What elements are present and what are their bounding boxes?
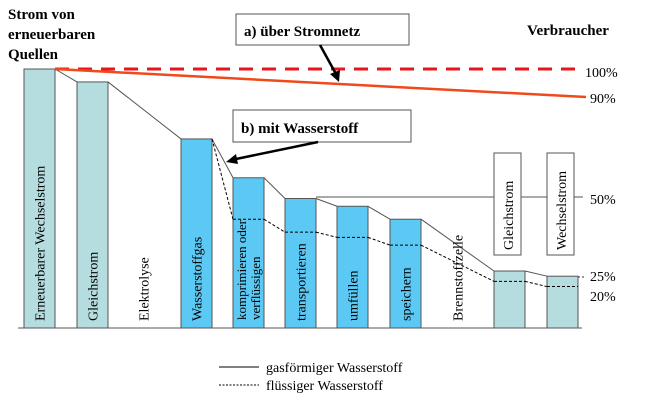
bar-gleichstrom-1 [76,81,109,329]
step-label-wechselstrom-10: Wechselstrom [555,171,570,250]
gas-connector-transportieren-5 [263,177,286,199]
gas-connector-speichern-7 [367,205,391,220]
callout-a-arrow-line [318,44,338,75]
bar-wasserstoffgas-3 [180,138,213,329]
step-label-transportieren-5: transportieren [295,243,310,321]
liquid-connector-speichern-7 [367,236,391,246]
gas-connector-wechselstrom-10 [524,270,548,277]
label-100-percent: 100% [585,66,618,81]
bar-transportieren-5 [284,198,317,329]
liquid-connector-umfüllen-6 [315,231,338,238]
callout-b-arrow-line [235,140,319,161]
step-label-wasserstoffgas-3: Wasserstoffgas [191,237,206,321]
callout-a-text: a) über Stromnetz [244,24,360,40]
label-25-percent: 25% [590,270,616,285]
liquid-connector-wechselstrom-10 [524,280,548,288]
connectors-group [54,68,548,288]
callout-a-box [235,13,410,46]
title-left-line2: erneuerbaren [8,27,96,43]
step-label-komprimieren-oder-verflüssigen-4-line0: komprimieren oder [234,219,249,320]
title-left-line3: Quellen [8,47,59,63]
output-label-box-wechselstrom-10 [546,152,575,256]
step-label-elektrolyse-2: Elektrolyse [138,257,153,321]
gas-connector-gleichstrom-9 [420,218,495,272]
step-label-gleichstrom-1: Gleichstrom [87,252,102,321]
legend-liquid-label: flüssiger Wasserstoff [266,379,383,394]
bars-group [23,68,579,329]
bar-umfüllen-6 [336,205,369,329]
step-label-speichern-7: speichern [400,267,415,321]
label-20-percent: 20% [590,290,616,305]
title-left-line1: Strom von [8,7,75,23]
step-label-gleichstrom-9: Gleichstrom [502,181,517,250]
step-label-erneuerbarer-wechselstrom-0: Erneuerbarer Wechselstrom [34,166,49,321]
output-label-box-gleichstrom-9 [493,152,522,256]
legend-gas-label: gasförmiger Wasserstoff [266,361,403,376]
grid-90-solid-line [54,67,587,99]
bar-komprimieren-oder-verflüssigen-4 [232,177,265,329]
liquid-connector-komprimieren-oder-verflüssigen-4 [211,138,234,220]
bar-erneuerbarer-wechselstrom-0 [23,68,56,329]
label-90-percent: 90% [590,92,616,107]
liquid-connector-gleichstrom-9 [420,244,495,282]
callout-b-box [232,109,412,143]
title-right: Verbraucher [527,23,609,39]
step-label-brennstoffzelle-8: Brennstoffzelle [452,235,467,321]
gas-connector-komprimieren-oder-verflüssigen-4 [211,138,234,179]
callout-b-arrowhead-icon [226,154,238,164]
label-50-percent: 50% [590,193,616,208]
gas-connector-umfüllen-6 [315,198,338,207]
gas-connector-wasserstoffgas-3 [107,81,182,140]
step-label-umfüllen-6: umfüllen [347,270,362,321]
bar-gleichstrom-9 [493,270,526,329]
liquid-connector-transportieren-5 [263,218,286,233]
callout-b-text: b) mit Wasserstoff [241,121,359,137]
gas-connector-gleichstrom-1 [54,68,78,83]
step-label-komprimieren-oder-verflüssigen-4-line1: verflüssigen [248,256,263,320]
bar-speichern-7 [389,218,422,329]
bar-wechselstrom-10 [546,275,579,329]
callout-a-arrowhead-icon [330,70,340,82]
